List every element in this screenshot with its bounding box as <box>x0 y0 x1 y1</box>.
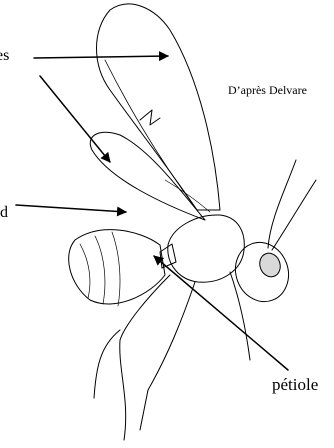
arrow-wings-lower <box>40 76 110 162</box>
leg-left <box>94 330 120 398</box>
hindwing <box>90 132 205 220</box>
leg-mid <box>140 282 195 430</box>
compound-eye <box>256 250 283 279</box>
abdomen-segments <box>80 232 120 306</box>
arrow-wings-upper <box>34 56 168 58</box>
label-wings: es <box>0 48 9 64</box>
mesosoma <box>168 215 244 282</box>
forewing <box>97 4 221 210</box>
leg-hind <box>120 275 170 440</box>
forewing-stigma <box>140 110 160 125</box>
label-abdomen: d <box>0 205 8 221</box>
arrow-abdomen <box>16 205 126 212</box>
label-petiole: pétiole <box>272 376 318 393</box>
antenna-right <box>272 180 316 250</box>
abdomen <box>69 230 165 304</box>
credit-text: D’après Delvare <box>228 84 307 96</box>
